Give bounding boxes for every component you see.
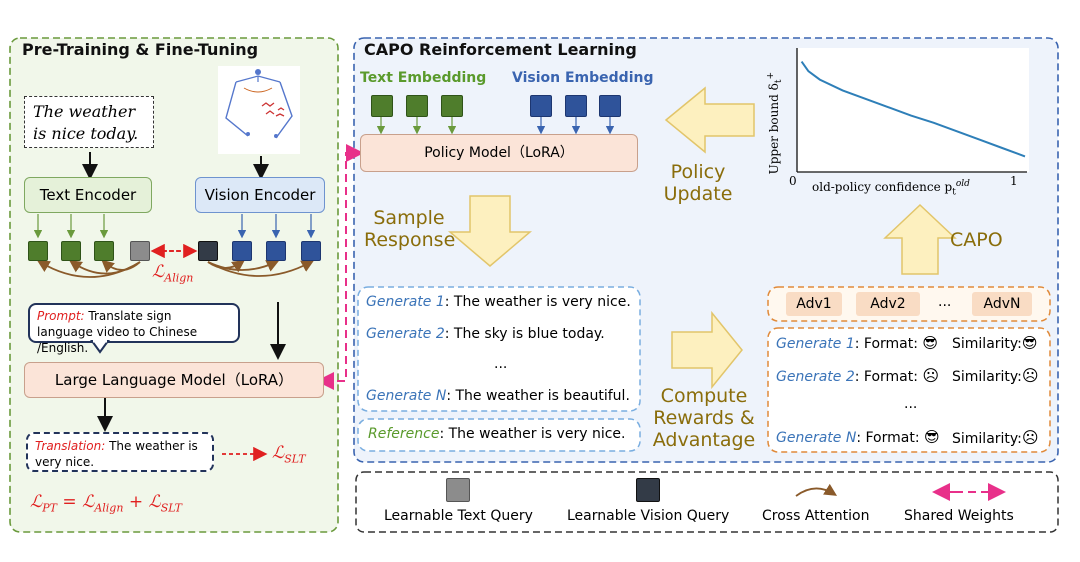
compute-rewards-label: Compute Rewards & Advantage: [652, 385, 756, 451]
loss-formula: ℒPT = ℒAlign + ℒSLT: [30, 492, 183, 515]
generation-row: Generate 2: The sky is blue today.: [366, 326, 605, 342]
chart-ylabel: Upper bound δt+: [765, 72, 785, 175]
text-embedding-token: [441, 95, 463, 117]
reference-row: Reference: The weather is very nice.: [368, 426, 626, 442]
sample-response-label: Sample Response: [364, 207, 456, 251]
policy-model-label: Policy Model（LoRA）: [424, 145, 574, 161]
vision-encoder-label: Vision Encoder: [204, 186, 316, 204]
capo-arrow: [883, 203, 957, 275]
text-token: [28, 241, 48, 261]
similarity-emoji: 😎: [1021, 334, 1038, 352]
left-panel-title: Pre-Training & Fine-Tuning: [22, 40, 259, 59]
vision-embedding-token: [599, 95, 621, 117]
legend-cross-attention-label: Cross Attention: [762, 508, 870, 524]
text-encoder: Text Encoder: [24, 177, 152, 213]
format-emoji: 😎: [923, 428, 940, 446]
generation-row: Generate 1: The weather is very nice.: [366, 294, 631, 310]
legend-vision-query-swatch: [636, 478, 660, 502]
format-emoji: ☹: [922, 366, 940, 385]
llm-label: Large Language Model（LoRA）: [54, 371, 294, 389]
generation-row: Generate N: The weather is beautiful.: [366, 388, 630, 404]
reference-box: [357, 418, 641, 452]
legend-frame: [355, 471, 1059, 533]
reward-row: Generate 1: Format: 😎: [776, 334, 939, 352]
advantage-cell: Adv2: [856, 292, 920, 316]
reward-row: Generate N: Format: 😎: [776, 428, 940, 446]
legend-shared-weights-label: Shared Weights: [904, 508, 1014, 524]
chart-x-tick: 1: [1010, 174, 1018, 188]
legend-cross-attention-arc: [795, 483, 838, 497]
chart-x-tick: 0: [789, 174, 797, 188]
translation-text: The weather is very nice.: [35, 439, 198, 469]
text-embedding-label: Text Embedding: [360, 70, 487, 86]
generations-box: [357, 286, 641, 412]
prompt-box: Prompt: Translate sign language video to…: [28, 303, 240, 355]
chart-xlabel: old-policy confidence ptold: [812, 179, 970, 198]
vision-embedding-token: [565, 95, 587, 117]
slt-loss: ℒSLT: [272, 443, 306, 466]
legend-text-query-label: Learnable Text Query: [384, 508, 533, 524]
vision-embedding-token: [530, 95, 552, 117]
input-text: The weather is nice today.: [33, 102, 139, 143]
left-panel-frame: [9, 37, 339, 533]
llm-box: Large Language Model（LoRA）: [24, 362, 324, 398]
text-token: [94, 241, 114, 261]
translation-label: Translation:: [35, 439, 106, 453]
similarity-emoji: ☹: [1021, 428, 1039, 447]
similarity-emoji: ☹: [1021, 366, 1039, 385]
legend-text-query-swatch: [446, 478, 470, 502]
reward-ellipsis: ...: [904, 396, 918, 412]
vision-embedding-label: Vision Embedding: [512, 70, 654, 86]
policy-update-arrow: [664, 86, 755, 154]
learnable-text-query: [130, 241, 150, 261]
policy-model-box: Policy Model（LoRA）: [360, 134, 638, 172]
reward-similarity: Similarity:☹: [952, 366, 1039, 385]
advantage-cell: AdvN: [972, 292, 1032, 316]
compute-rewards-arrow: [671, 310, 743, 390]
advantage-cell: Adv1: [786, 292, 842, 316]
right-panel-title: CAPO Reinforcement Learning: [364, 40, 637, 59]
input-text-box: The weather is nice today.: [24, 96, 154, 148]
legend-vision-query-label: Learnable Vision Query: [567, 508, 730, 524]
chart-series-line-0: [800, 61, 1026, 158]
reward-similarity: Similarity:😎: [952, 334, 1038, 352]
generation-ellipsis: ...: [494, 356, 508, 372]
sample-response-arrow: [447, 195, 533, 267]
upper-bound-chart: [796, 48, 1029, 173]
learnable-vision-query: [198, 241, 218, 261]
reward-similarity: Similarity:☹: [952, 428, 1039, 447]
capo-label: CAPO: [950, 229, 1003, 251]
text-embedding-token: [371, 95, 393, 117]
prompt-text: Translate sign language video to Chinese…: [37, 309, 198, 355]
rewards-box: [767, 327, 1051, 453]
prompt-label: Prompt:: [37, 309, 85, 323]
vision-encoder: Vision Encoder: [195, 177, 325, 213]
vision-token: [301, 241, 321, 261]
text-token: [61, 241, 81, 261]
reward-row: Generate 2: Format: ☹: [776, 366, 940, 385]
vision-token: [232, 241, 252, 261]
align-loss: ℒAlign: [152, 262, 194, 285]
translation-box: Translation: The weather is very nice.: [26, 432, 214, 472]
vision-token: [266, 241, 286, 261]
text-embedding-token: [406, 95, 428, 117]
advantage-ellipsis: ...: [938, 294, 952, 310]
policy-update-label: Policy Update: [663, 161, 733, 205]
format-emoji: 😎: [922, 334, 939, 352]
chart-plot-area: [797, 48, 1029, 172]
text-encoder-label: Text Encoder: [39, 186, 137, 204]
